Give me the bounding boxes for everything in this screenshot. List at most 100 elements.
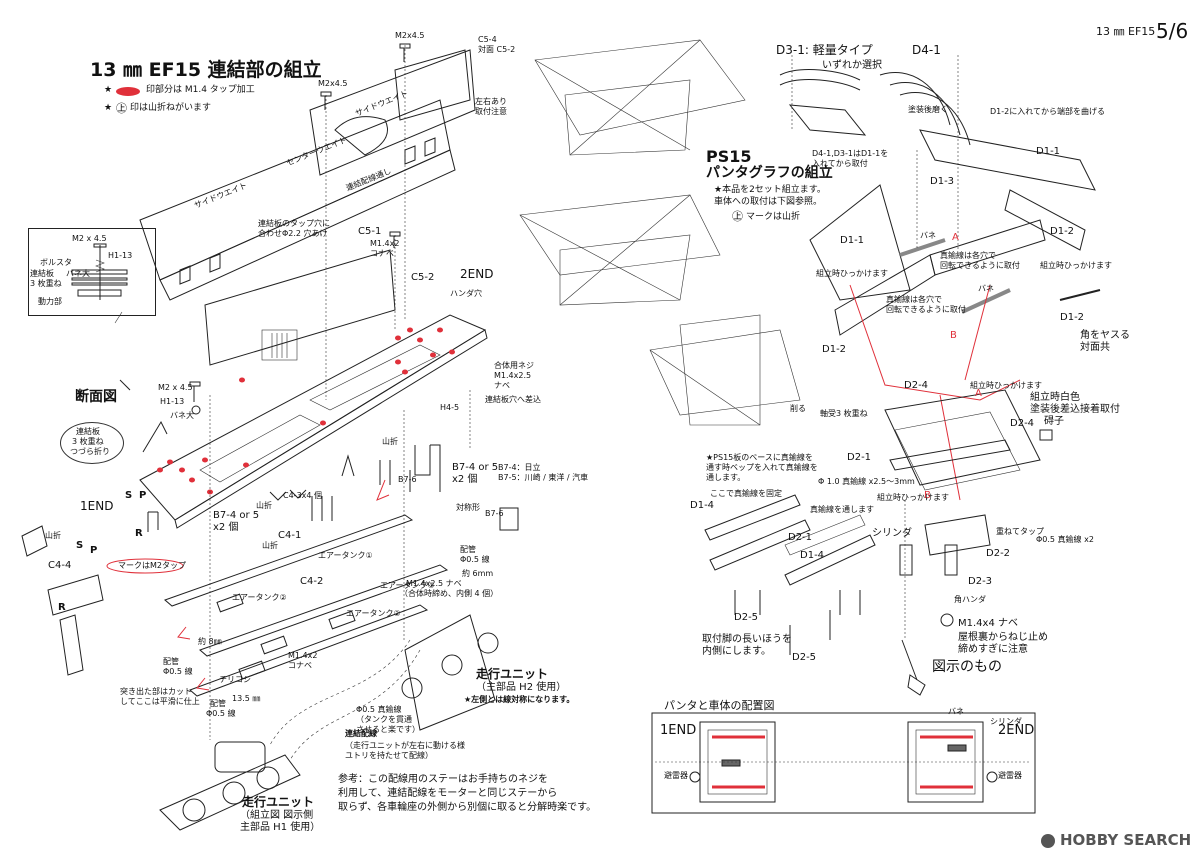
label-b76: B7-6	[398, 475, 417, 484]
label-phi10: Φ 1.0 真鍮線 x2.5～3mm	[818, 477, 915, 486]
label-yaku6: 約 6mm	[462, 569, 494, 578]
label-c41: C4-1	[278, 530, 302, 541]
header-code: 13 ㎜ EF15	[1096, 25, 1156, 38]
fold-symbol-icon: ㊤	[116, 102, 127, 115]
label-select: いずれか選択	[822, 60, 882, 71]
label-renketsu-3: ユトリを持たせて配線）	[345, 751, 433, 760]
label-section: 断面図	[75, 389, 117, 405]
watermark-text: HOBBY SEARCH	[1060, 831, 1192, 849]
label-paint-warp: 塗装後磨く	[908, 105, 948, 114]
label-b7-4or5: B7-4 or 5	[452, 462, 499, 473]
label-renketsu-2: （走行ユニットが左右に動ける様	[345, 741, 465, 750]
legend-fold-text: 印は山折ねがいます	[130, 103, 212, 113]
right-note-2: 車体への取付は下図参照。	[714, 197, 823, 207]
label-r2: R	[58, 602, 66, 613]
label-tokki-2: してここは平滑に仕上	[120, 697, 200, 706]
label-zushi: 図示のもの	[932, 659, 1002, 675]
label-chirikoshi: チリコシ	[219, 675, 251, 684]
inset-label-spring: バネ大	[66, 269, 90, 278]
layout-pantograph-left	[655, 721, 1030, 803]
label-d41-note-2: 入れてから取付	[812, 159, 868, 168]
label-symmetric: 対称形	[456, 503, 480, 512]
label-kumitate-white-1: 組立時白色	[1030, 392, 1080, 403]
label-ps15-base-3: 通します。	[706, 473, 746, 482]
label-m2x45-top: M2x4.5	[395, 31, 425, 40]
label-haikan-1b: Φ0.5 線	[460, 555, 490, 564]
label-yamaori-2: 山折	[256, 501, 272, 510]
label-air2: エアータンク②	[232, 593, 287, 602]
label-d21: D2-1	[847, 452, 872, 463]
label-d11b: D1-1	[840, 235, 865, 246]
label-s2: S	[76, 540, 84, 551]
label-toritsuke-2: 内側にします。	[702, 646, 771, 657]
label-d12c: D1-2	[1060, 312, 1085, 323]
label-c42: C4-2	[300, 576, 324, 587]
label-yamaori-4: 山折	[45, 531, 61, 540]
pantograph-base	[884, 389, 1053, 627]
label-brass-rot-1: 真鍮線は各穴で	[940, 251, 996, 260]
label-d25: D2-5	[734, 612, 759, 623]
label-kumitate-hook-3: 組立時ひっかけます	[970, 381, 1042, 390]
label-c54-sub: 対面 C5-2	[478, 45, 516, 54]
label-kezuru: 削る	[790, 404, 806, 413]
label-h113: H1-13	[160, 397, 185, 406]
inset-label-motor: 動力部	[38, 297, 62, 306]
label-ps15-base-2: 通す時ベップを入れて真鍮線を	[706, 463, 818, 472]
label-joint-plate: 連結板穴へ差込	[485, 395, 541, 404]
c4-rails	[164, 514, 449, 697]
main-floor-plate	[139, 314, 488, 529]
inset-label-bolster: ボルスタ	[40, 258, 72, 267]
label-s: S	[125, 490, 133, 501]
label-d41: D4-1	[912, 43, 941, 57]
label-1end: 1END	[80, 499, 114, 513]
label-haikan-1: 配管	[460, 545, 476, 554]
bolster-inset-box	[28, 228, 156, 316]
label-run-right-1: 走行ユニット	[476, 667, 549, 681]
label-kumitate-hook-1: 組立時ひっかけます	[816, 269, 888, 278]
label-joint-screw-3: ナベ	[494, 381, 510, 390]
inset-label-h113: H1-13	[108, 251, 133, 260]
label-tokki-1: 突き出た部はカット	[120, 687, 192, 696]
label-d41-note-1: D4-1,D3-1はD1-1を	[812, 149, 889, 158]
label-d24: D2-4	[904, 380, 929, 391]
label-b74or5-2: B7-4 or 5	[213, 510, 260, 521]
label-b7x2-2: x2 個	[213, 522, 239, 533]
label-d14: D1-4	[690, 500, 715, 511]
label-yane-2: 締めすぎに注意	[958, 644, 1028, 655]
inset-label-plate-1: 連結板	[30, 269, 54, 278]
label-d12: D1-2	[1050, 226, 1075, 237]
right-title-ps15: PS15	[706, 147, 752, 166]
label-b1: B	[950, 330, 957, 341]
label-yane-1: 屋根裏からねじ止め	[958, 632, 1048, 643]
body-side-plate	[204, 249, 396, 366]
label-phi05-2: （タンクを貫通	[356, 715, 412, 724]
label-run-left-3: 主部品 H1 使用）	[240, 822, 321, 833]
label-mm135: 13.5 ㎜	[232, 694, 261, 703]
label-kumitate-hook-4: 組立時ひっかけます	[877, 493, 949, 502]
label-d12b: D1-2	[822, 344, 847, 355]
label-p: P	[139, 490, 147, 501]
layout-shiryn: シリンダ	[990, 717, 1022, 726]
label-m14x25: M1.4x2.5 ナベ	[406, 579, 462, 588]
label-c43x4: C4-3x4 個	[283, 491, 323, 500]
label-c52: C5-2	[411, 272, 435, 283]
label-d31: D3-1: 軽量タイプ	[776, 43, 873, 57]
label-spring-r2: バネ	[978, 284, 994, 293]
label-haikan-3b: Φ0.5 線	[206, 709, 236, 718]
legend-red-text: 印部分は M1.4 タップ加工	[146, 85, 255, 95]
sideweight-parts	[139, 49, 476, 301]
label-d12-note: D1-2に入れてから端部を曲げる	[990, 107, 1105, 116]
label-gaishi: 碍子	[1044, 416, 1064, 427]
label-d11: D1-1	[1036, 146, 1061, 157]
label-lr-note-2: 取付注意	[475, 107, 507, 116]
label-m2x45-mid: M2x4.5	[318, 79, 348, 88]
layout-bane: バネ	[948, 707, 964, 716]
legend-star-1: ★	[104, 85, 113, 95]
label-joint-screw-2: M1.4x2.5	[494, 371, 532, 380]
label-air3: エアータンク③	[380, 581, 435, 590]
label-c54: C5-4	[478, 35, 497, 44]
label-b7-hitachi: B7-4：日立	[498, 463, 541, 472]
label-renketsu-1: 連結配線	[345, 729, 377, 738]
label-a2: A	[975, 388, 982, 399]
label-kumitate-hook-2: 組立時ひっかけます	[1040, 261, 1112, 270]
